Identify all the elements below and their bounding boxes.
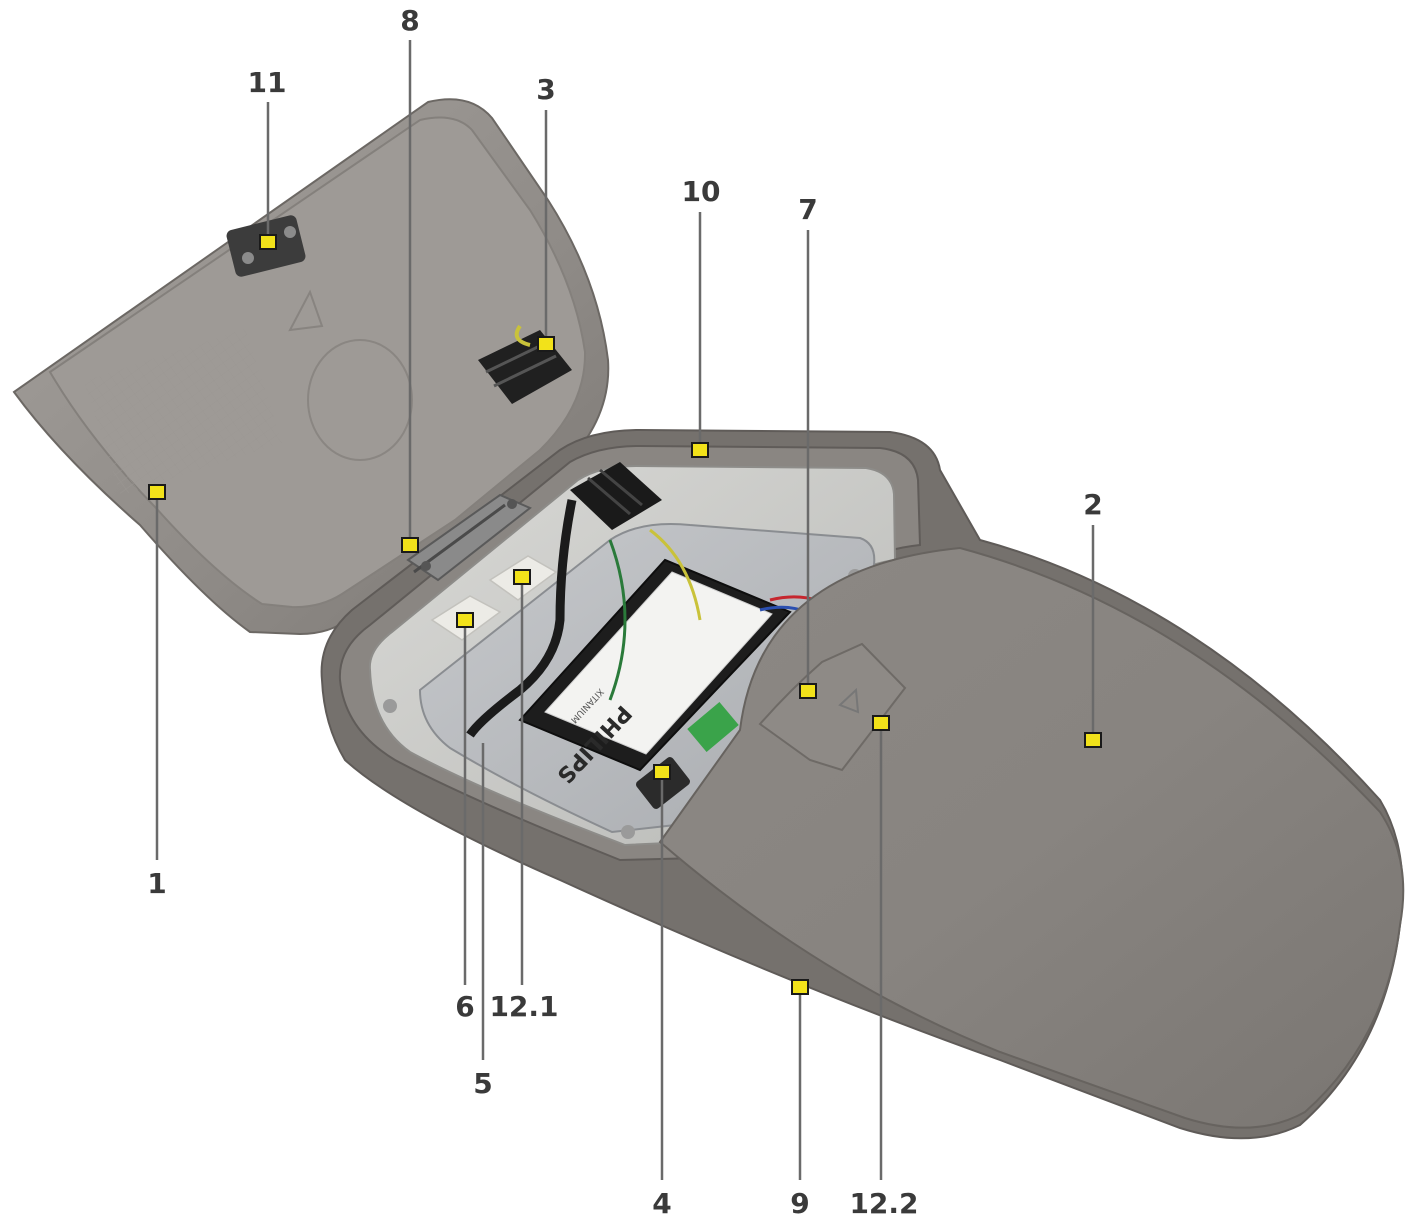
callout-8: 8 — [400, 4, 420, 553]
callout-label-4: 4 — [652, 1187, 671, 1220]
callout-3: 3 — [536, 73, 556, 352]
callout-10: 10 — [682, 175, 721, 458]
callout-label-6: 6 — [455, 990, 474, 1023]
callout-2: 2 — [1083, 488, 1103, 748]
callout-5: 5 — [473, 743, 493, 1100]
callout-label-3: 3 — [536, 73, 555, 106]
callout-label-2: 2 — [1083, 488, 1102, 521]
callout-label-9: 9 — [790, 1187, 809, 1220]
callout-12-1: 12.1 — [489, 569, 559, 1023]
callout-4: 4 — [652, 764, 672, 1220]
callout-label-7: 7 — [798, 193, 817, 226]
callouts: 1 2 3 4 5 6 — [147, 4, 1102, 1220]
callout-7: 7 — [798, 193, 818, 699]
callout-label-1: 1 — [147, 867, 166, 900]
callout-label-12-2: 12.2 — [849, 1187, 918, 1220]
callout-12-2: 12.2 — [849, 715, 919, 1220]
callout-label-10: 10 — [682, 175, 721, 208]
callout-11: 11 — [248, 66, 287, 250]
callout-9: 9 — [790, 979, 810, 1220]
open-lid — [12, 98, 610, 636]
callout-label-5: 5 — [473, 1067, 492, 1100]
fixed-cover — [658, 546, 1405, 1129]
callout-6: 6 — [455, 612, 475, 1023]
hinge-bracket — [406, 493, 532, 582]
callout-label-11: 11 — [248, 66, 287, 99]
terminal-block — [570, 462, 662, 530]
callout-1: 1 — [147, 484, 167, 900]
callout-label-12-1: 12.1 — [489, 990, 558, 1023]
callout-label-8: 8 — [400, 4, 419, 37]
